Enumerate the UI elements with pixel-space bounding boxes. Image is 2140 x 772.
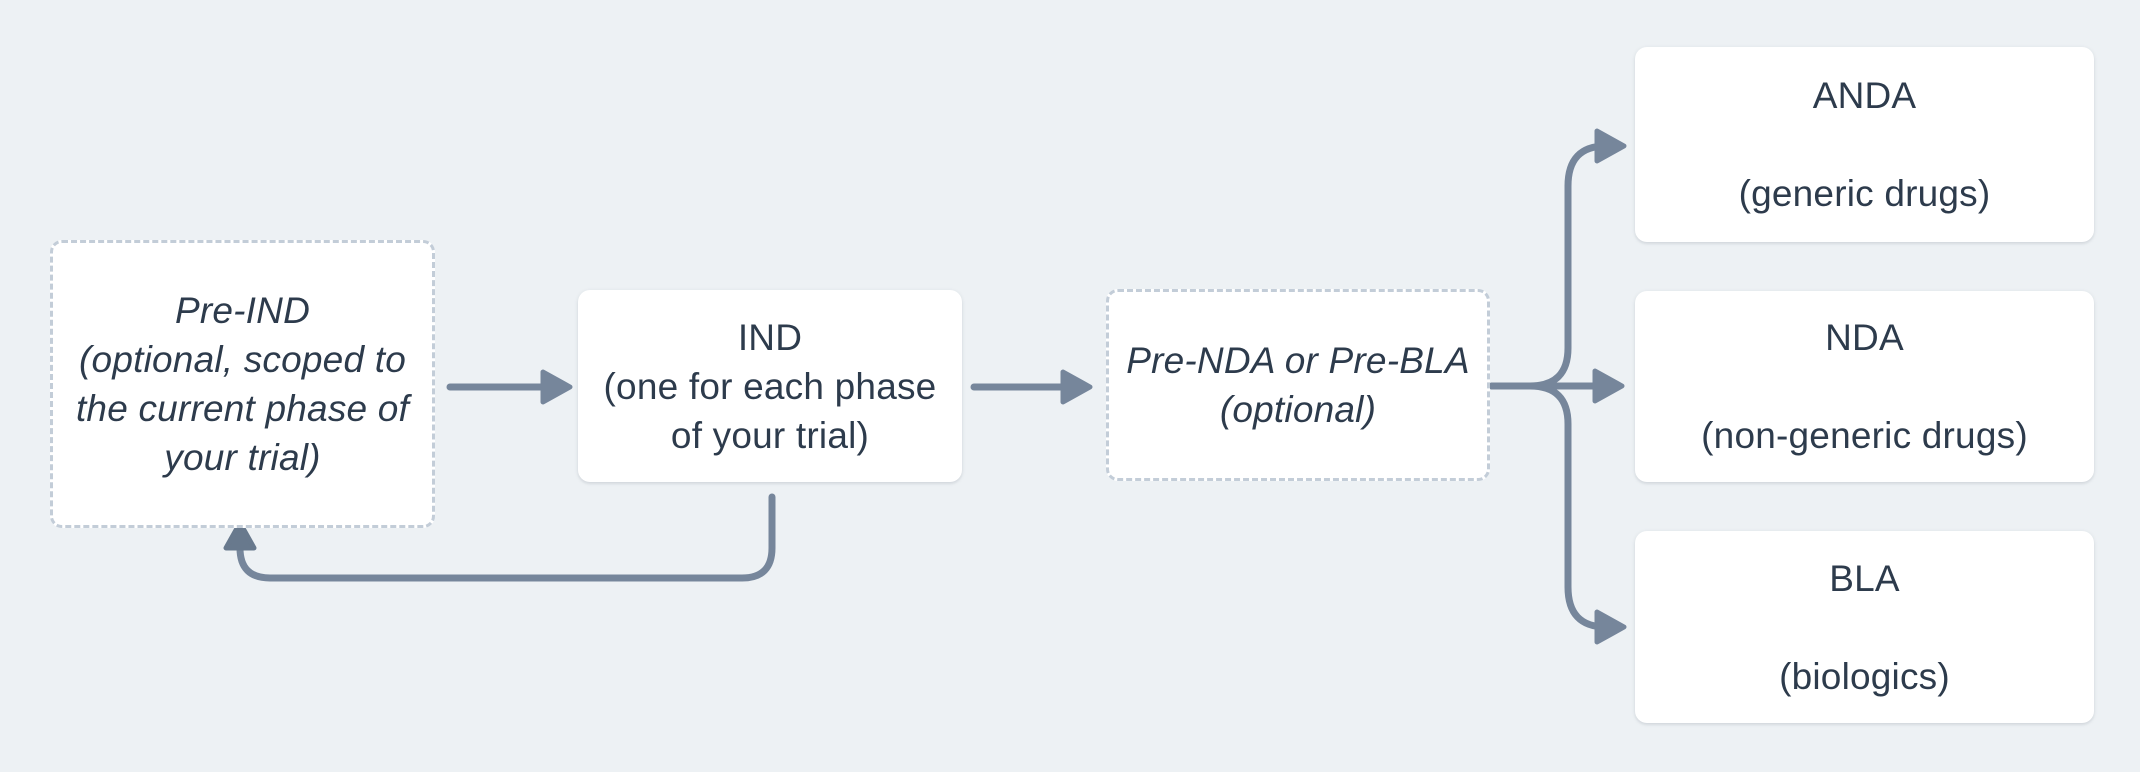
node-anda: ANDA (generic drugs) — [1635, 47, 2094, 242]
node-pre-ind-line-1: Pre-IND — [174, 290, 311, 331]
arrow-pre-ind-to-ind — [446, 369, 573, 405]
node-anda-line-2 — [1635, 120, 2094, 169]
node-pre-nda: Pre-NDA or Pre-BLA (optional) — [1106, 289, 1490, 481]
node-pre-ind-line-2: (optional, scoped to — [79, 339, 406, 380]
node-bla: BLA (biologics) — [1635, 531, 2094, 723]
node-bla-line-1: BLA — [1829, 557, 1900, 599]
node-ind-line-2: (one for each phase — [603, 365, 937, 407]
node-bla-line-3: (biologics) — [1779, 655, 1950, 697]
arrow-ind-to-pre-nda — [970, 369, 1093, 405]
node-nda: NDA (non-generic drugs) — [1635, 291, 2094, 482]
node-pre-ind-line-3: the current phase of — [75, 388, 410, 429]
node-ind-line-3: of your trial) — [670, 414, 870, 456]
node-pre-nda-line-2: (optional) — [1219, 389, 1377, 430]
node-pre-ind-line-4: your trial) — [164, 437, 321, 478]
node-anda-line-1: ANDA — [1812, 75, 1917, 116]
arrow-pre-nda-to-nda — [1488, 368, 1625, 404]
node-nda-line-1: NDA — [1825, 317, 1904, 358]
node-anda-line-3: (generic drugs) — [1738, 173, 1991, 214]
node-ind-line-1: IND — [737, 316, 803, 358]
node-pre-ind: Pre-IND (optional, scoped to the current… — [50, 240, 435, 528]
node-ind: IND (one for each phase of your trial) — [578, 290, 962, 482]
node-nda-line-2 — [1635, 362, 2094, 411]
node-pre-nda-line-1: Pre-NDA or Pre-BLA — [1126, 340, 1470, 381]
arrow-pre-nda-to-bla — [1488, 382, 1627, 645]
node-bla-line-2 — [1635, 603, 2094, 652]
arrow-pre-nda-to-anda — [1488, 128, 1627, 390]
node-nda-line-3: (non-generic drugs) — [1701, 415, 2028, 456]
